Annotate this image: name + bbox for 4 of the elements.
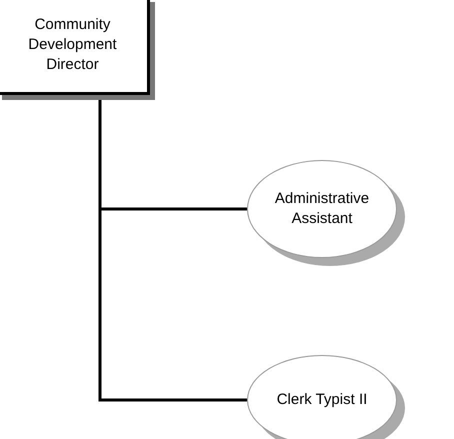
connector-line (98, 98, 247, 402)
position-title: Community Development Director (27, 14, 118, 76)
position-title: Administrative Assistant (274, 188, 370, 229)
position-title: Clerk Typist II (276, 390, 368, 410)
